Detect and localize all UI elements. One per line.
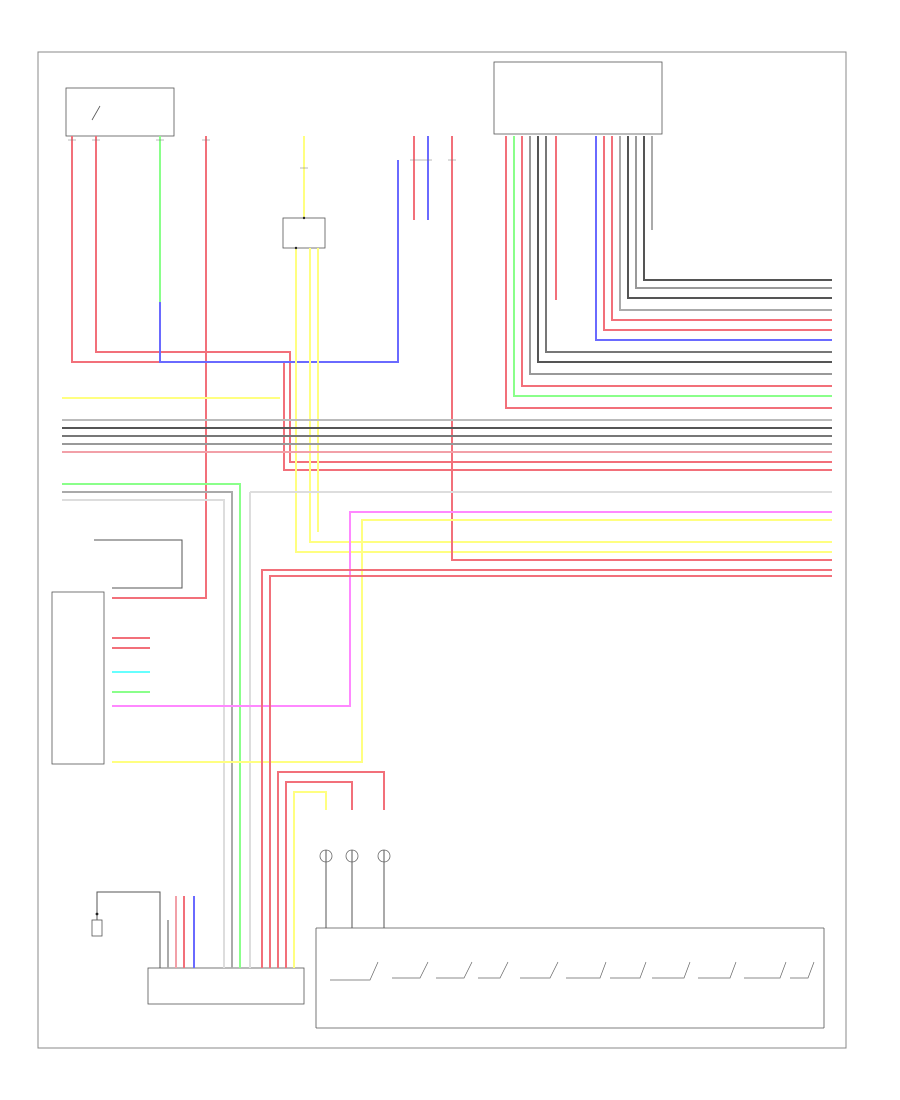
wire-right-red-1: [505, 136, 832, 409]
wire-pink-long: [112, 511, 832, 707]
wire-red-control-1: [261, 569, 832, 968]
wire-green-bus: [62, 483, 241, 968]
lamp-icon: [319, 849, 333, 863]
wire-red-control-3: [277, 771, 385, 968]
wire-right-gray-1: [529, 136, 832, 375]
wire-right-blue: [595, 136, 832, 341]
wire-right-dark-4: [643, 136, 832, 281]
lamp-icon: [377, 849, 391, 863]
wire-red-3: [112, 136, 207, 599]
wire-right-red-4: [603, 136, 832, 331]
wire-blue-switch: [159, 160, 399, 363]
wire-gray-bus: [62, 491, 233, 968]
component-box-switch-assembly: [51, 591, 105, 765]
wire-yellow-3: [309, 248, 832, 543]
lamp-icon: [345, 849, 359, 863]
wire-dark-loop: [94, 539, 183, 589]
component-box-control-unit: [147, 967, 305, 1005]
component-box-right-module: [493, 61, 663, 135]
wire-red-control-4: [285, 781, 353, 968]
component-box-combination-switch: [315, 927, 825, 1029]
connector-pins: [68, 139, 456, 169]
wire-right-red-2: [521, 136, 832, 387]
wire-right-dark-3: [627, 136, 832, 299]
wire-right-gray-2: [619, 136, 832, 311]
wire-ground-link: [96, 891, 161, 968]
wire-yellow-switch: [112, 519, 832, 763]
junction-dots: [95, 216, 306, 916]
wire-yellow-control: [293, 791, 327, 968]
wire-right-gray-3: [635, 136, 832, 289]
diagram-frame: [37, 51, 847, 1049]
wire-right-dark-2: [545, 136, 832, 353]
wire-red-control-2: [269, 575, 832, 968]
wire-right-dark-1: [537, 136, 832, 363]
wire-yellow-2: [295, 248, 832, 553]
switch-contacts: [330, 961, 815, 981]
wire-red-2: [95, 136, 832, 463]
wire-red-long: [451, 136, 832, 561]
wire-group: [62, 136, 832, 968]
wire-white-bus: [62, 499, 225, 968]
component-box-center-connector: [282, 217, 326, 249]
switch-contact: [91, 105, 101, 121]
wire-right-red-5: [611, 136, 832, 321]
wire-right-green: [513, 136, 832, 397]
lamp-group: [319, 849, 391, 863]
component-box-top-left: [65, 87, 175, 137]
ground-marker: [91, 919, 103, 937]
